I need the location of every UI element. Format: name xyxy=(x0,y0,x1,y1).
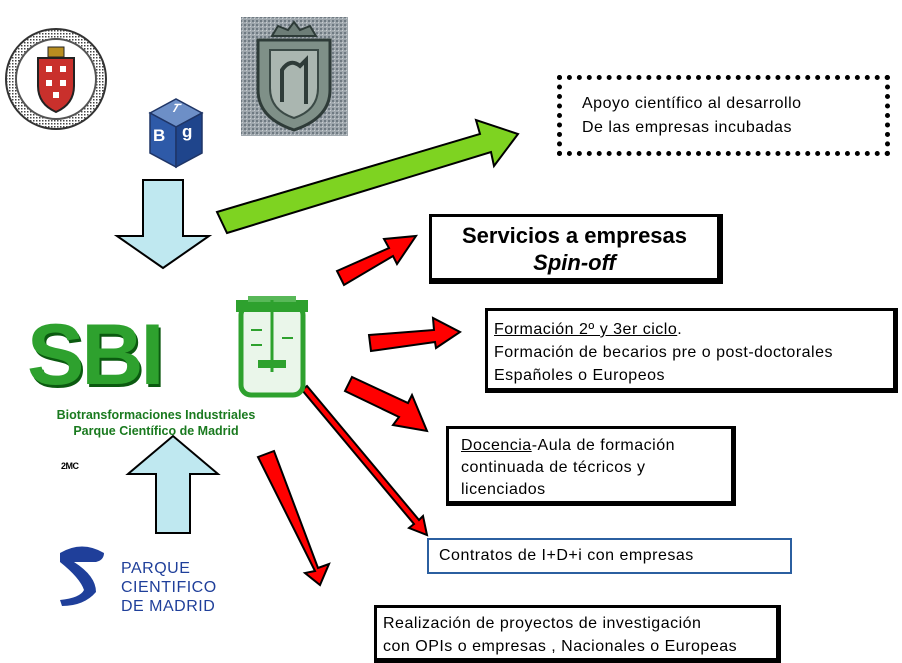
contratos-line-1: Contratos de I+D+i con empresas xyxy=(439,547,694,564)
arrow-green xyxy=(215,118,520,235)
apoyo-line-2: De las empresas incubadas xyxy=(582,119,792,136)
servicios-box: Servicios a empresas Spin-off xyxy=(429,214,723,284)
pcm-logo-icon xyxy=(60,546,104,606)
pcm-line-2: CIENTIFICO xyxy=(121,579,217,596)
ucm-seal-icon xyxy=(5,28,107,130)
sbi-subtitle-1: Biotransformaciones Industriales xyxy=(56,408,256,422)
tbg-left-letter: B xyxy=(153,126,166,145)
realizacion-box: Realización de proyectos de investigació… xyxy=(374,605,781,663)
docencia-line-3: licenciados xyxy=(461,481,546,498)
docencia-title-rest: -Aula de formación xyxy=(531,437,675,454)
realizacion-line-2: con OPIs o empresas , Nacionales o Europ… xyxy=(383,638,738,655)
formacion-line-2: Formación de becarios pre o post-doctora… xyxy=(494,344,833,361)
madrid-shield-icon xyxy=(241,17,348,136)
formacion-box: Formación 2º y 3er ciclo. Formación de b… xyxy=(485,308,898,393)
servicios-title: Servicios a empresas xyxy=(461,223,688,248)
servicios-spinoff: Spin-off xyxy=(533,250,616,275)
docencia-title: Docencia xyxy=(461,437,532,454)
arrow-red-contratos xyxy=(300,384,429,537)
contratos-box: Contratos de I+D+i con empresas xyxy=(427,538,792,574)
sbi-subtitle-2: Parque Científico de Madrid xyxy=(73,424,239,438)
sbi-wordmark: SBI xyxy=(27,307,164,403)
formacion-title-suffix: . xyxy=(677,321,683,338)
pcm-line-3: DE MADRID xyxy=(121,598,216,615)
arrow-down-lightblue xyxy=(113,179,213,270)
arrow-red-servicios xyxy=(335,234,419,287)
apoyo-line-1: Apoyo científico al desarrollo xyxy=(582,95,802,112)
tbg-cube-icon xyxy=(148,98,204,169)
docencia-line-2: continuada de técricos y xyxy=(461,459,646,476)
formacion-title: Formación 2º y 3er ciclo xyxy=(494,321,678,338)
arrow-red-formacion xyxy=(367,316,462,353)
arrow-red-realizacion xyxy=(256,449,331,587)
reactor-icon xyxy=(236,296,308,398)
small-label: 2MC xyxy=(61,461,79,471)
realizacion-line-1: Realización de proyectos de investigació… xyxy=(383,615,702,632)
pcm-line-1: PARQUE xyxy=(121,560,191,577)
apoyo-box: Apoyo científico al desarrollo De las em… xyxy=(557,75,890,156)
arrow-red-docencia xyxy=(343,375,429,433)
formacion-line-3: Españoles o Europeos xyxy=(494,367,665,384)
arrow-up-lightblue xyxy=(125,434,221,534)
docencia-box: Docencia-Aula de formación continuada de… xyxy=(446,426,736,506)
tbg-right-letter: g xyxy=(182,122,193,141)
